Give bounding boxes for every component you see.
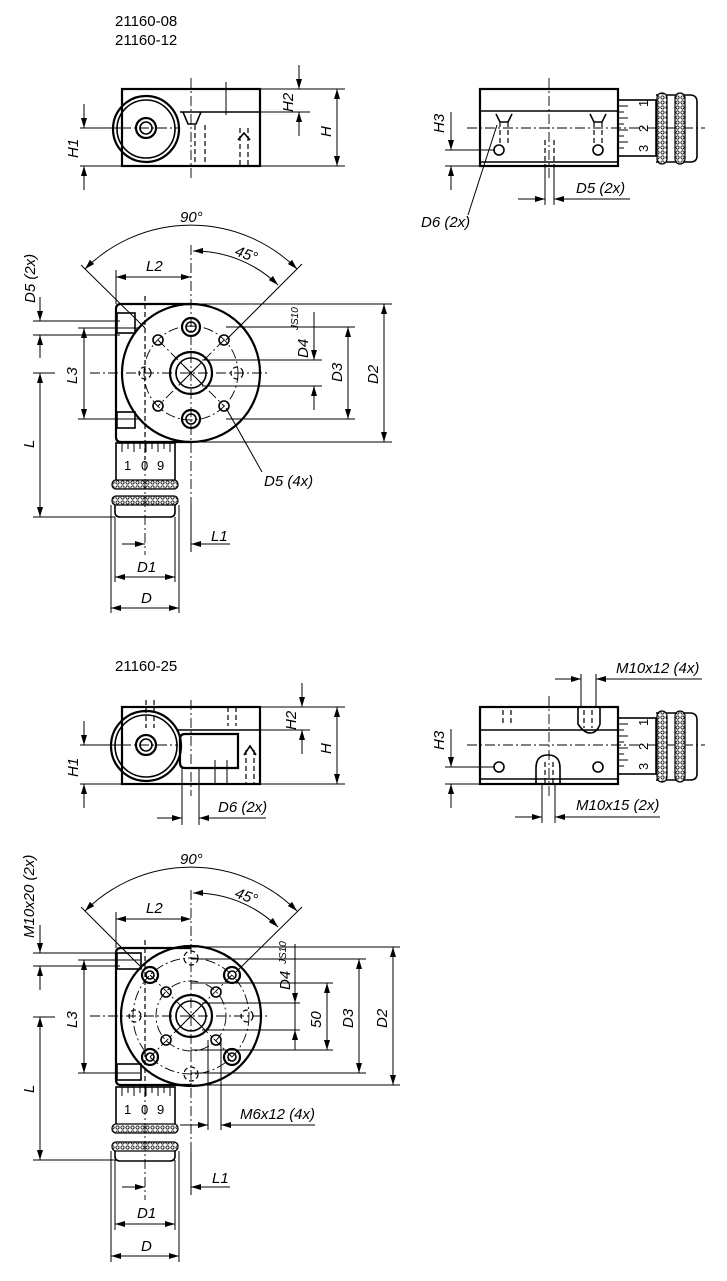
- dim-h2-b: H2: [283, 710, 300, 730]
- scale-mark-2-b: 2: [636, 743, 651, 750]
- dim-h-a: H: [318, 126, 335, 137]
- dim-d5-4x-a: D5 (4x): [264, 473, 313, 490]
- angle-45-b: 45°: [233, 885, 260, 909]
- dim-d-b: D: [141, 1238, 152, 1255]
- scale-mark-9-top: 9: [157, 458, 164, 473]
- scale-mark-1-top: 1: [124, 458, 131, 473]
- dim-d4-tolerance-b: JS10: [278, 941, 289, 965]
- scale-mark-3: 3: [636, 145, 651, 152]
- dim-m10x20-2x: M10x20 (2x): [21, 855, 38, 938]
- dim-h3-b: H3: [431, 730, 448, 750]
- scale-mark-1-top-b: 1: [124, 1102, 131, 1117]
- top-view-a: 1 0 9 90° 45° L2 D5 (2x): [21, 209, 392, 613]
- dim-d4-tolerance-a: JS10: [290, 307, 301, 331]
- dim-d-a: D: [141, 590, 152, 607]
- dim-l-a: L: [21, 440, 38, 448]
- dim-l2-a: L2: [146, 258, 163, 275]
- dim-h1-b: H1: [65, 758, 82, 777]
- part-number-21160-12: 21160-12: [115, 32, 177, 49]
- scale-ticks-side-a: [618, 105, 628, 149]
- variant-a: 21160-08 21160-12: [21, 13, 705, 613]
- dim-d5-2x-side-a: D5 (2x): [576, 180, 625, 197]
- scale-ticks-top-a: [121, 443, 171, 452]
- dim-l1-b: L1: [212, 1170, 229, 1187]
- dim-h2-a: H2: [280, 92, 297, 112]
- dim-d6-2x-b: D6 (2x): [218, 799, 267, 816]
- scale-ticks-top-b: [121, 1087, 171, 1096]
- dim-d4-b: D4: [277, 971, 294, 990]
- dim-l2-b: L2: [146, 900, 163, 917]
- dim-d2-b: D2: [374, 1008, 391, 1028]
- dim-l3-b: L3: [64, 1011, 81, 1028]
- variant-b: 21160-25: [21, 658, 705, 1262]
- dim-d2-a: D2: [365, 364, 382, 384]
- scale-mark-1: 1: [636, 100, 651, 107]
- scale-mark-1-b: 1: [636, 719, 651, 726]
- scale-mark-2: 2: [636, 125, 651, 132]
- dim-m6x12-4x: M6x12 (4x): [240, 1106, 315, 1123]
- dim-m10x12-4x: M10x12 (4x): [616, 660, 699, 677]
- dim-h3-a: H3: [431, 113, 448, 133]
- dim-d3-b: D3: [340, 1008, 357, 1028]
- dim-50: 50: [308, 1011, 325, 1028]
- dim-m10x15-2x: M10x15 (2x): [576, 797, 659, 814]
- top-view-b: 1 0 9 90° 45° L2 M10x20 (2x): [21, 851, 400, 1262]
- angle-90-b: 90°: [180, 851, 203, 868]
- side-view-b: 1 2 3 H3 M10x12 (4x) M10x15 (2x): [431, 660, 705, 823]
- dim-d5-2x-top-a: D5 (2x): [22, 254, 39, 303]
- dim-h-b: H: [318, 743, 335, 754]
- dim-l-b: L: [21, 1085, 38, 1093]
- scale-mark-9-top-b: 9: [157, 1102, 164, 1117]
- dim-d4-a: D4: [295, 339, 312, 358]
- side-view-a: 1 2 3 H3 D5 (2x) D6 (2x): [421, 78, 705, 231]
- dim-l1-a: L1: [211, 528, 228, 545]
- front-view-b: H2 H H1 D6 (2x): [65, 683, 345, 825]
- dim-d1-b: D1: [137, 1205, 156, 1222]
- part-number-21160-25: 21160-25: [115, 658, 177, 675]
- scale-mark-3-b: 3: [636, 763, 651, 770]
- scale-ticks-side-b: [618, 723, 628, 767]
- dim-d1-a: D1: [137, 559, 156, 576]
- front-view-a: H2 H H1: [65, 65, 345, 190]
- dim-l3-a: L3: [64, 367, 81, 384]
- dim-h1-a: H1: [65, 139, 82, 158]
- dim-d3-a: D3: [329, 362, 346, 382]
- angle-90-a: 90°: [180, 209, 203, 226]
- dim-d6-2x-a: D6 (2x): [421, 214, 470, 231]
- part-number-21160-08: 21160-08: [115, 13, 177, 30]
- angle-45-a: 45°: [233, 243, 260, 267]
